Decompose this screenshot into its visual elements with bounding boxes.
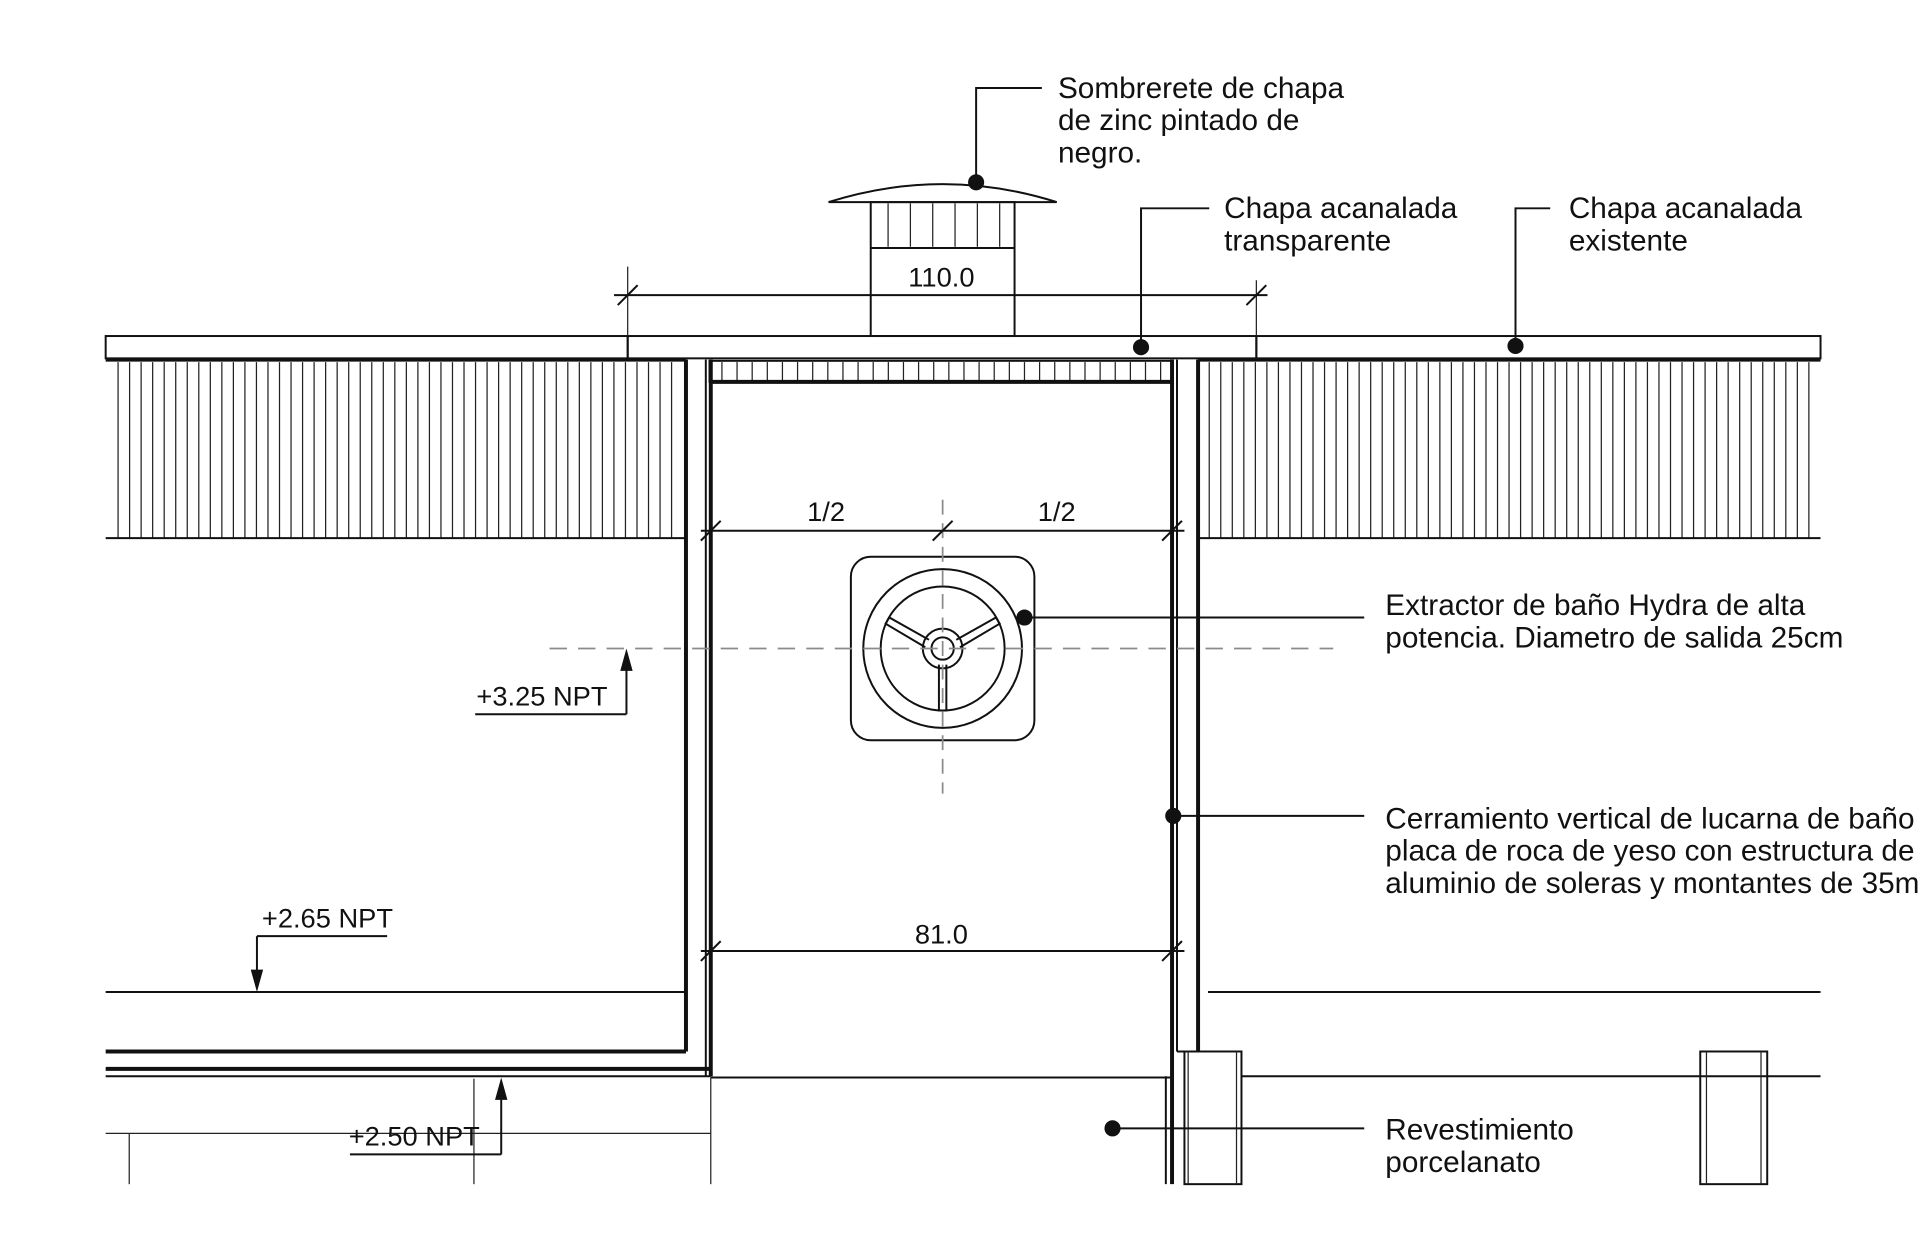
svg-text:Chapa acanalada existent: Chapa acanalada existente: [1569, 192, 1811, 257]
dimension-shaft-width: 81.0: [700, 919, 1185, 962]
callout-chapa-transparente: Chapa acanalada transparente: [1132, 192, 1466, 356]
callout-revestimiento: Revestimiento porcelanato: [1104, 1114, 1582, 1179]
callout-chapa-transparente-line-1: Chapa acanalada: [1224, 192, 1458, 225]
ceiling-battens-left: [117, 362, 673, 539]
level-marker-250: +2.50 NPT: [105, 1077, 712, 1185]
ceiling-battens-right: [1208, 362, 1810, 539]
level-250-label: +2.50 NPT: [349, 1121, 480, 1152]
callout-extractor-line-1: Extractor de baño Hydra de alta: [1385, 589, 1805, 622]
svg-text:Sombrerete de chapa de z: Sombrerete de chapa de zinc pintado de n…: [1058, 72, 1352, 169]
callout-cerramiento-line-3: aluminio de soleras y montantes de 35mm.: [1385, 867, 1920, 900]
level-325-label: +3.25 NPT: [476, 681, 607, 712]
skylight-top-frame: [708, 359, 1174, 383]
callout-sombrerete: Sombrerete de chapa de zinc pintado de n…: [968, 72, 1352, 191]
level-marker-265: +2.65 NPT: [250, 902, 393, 992]
svg-text:Extractor de baño Hydra de alt: Extractor de baño Hydra de alta potencia…: [1385, 589, 1843, 654]
column-left: [1183, 1050, 1243, 1186]
callout-chapa-existente: Chapa acanalada existente: [1507, 192, 1811, 355]
svg-text:Revestimiento porcelanat: Revestimiento porcelanato: [1385, 1114, 1582, 1179]
callout-cerramiento-line-1: Cerramiento vertical de lucarna de baño …: [1385, 802, 1920, 835]
existing-roof-sheet-right: [1255, 335, 1822, 360]
dimension-roof-opening-label: 110.0: [908, 261, 974, 292]
level-265-label: +2.65 NPT: [262, 902, 393, 933]
shaft-wall-left: [683, 359, 713, 1077]
column-right: [1699, 1050, 1769, 1186]
callout-extractor-line-2: potencia. Diametro de salida 25cm: [1385, 621, 1843, 654]
callout-chapa-existente-line-1: Chapa acanalada: [1569, 192, 1803, 225]
dimension-half-left-label: 1/2: [807, 496, 845, 527]
callout-cerramiento-line-2: placa de roca de yeso con estructura de: [1385, 835, 1914, 868]
svg-text:Chapa acanalada transpar: Chapa acanalada transparente: [1224, 192, 1466, 257]
callout-chapa-transparente-line-2: transparente: [1224, 224, 1391, 257]
dimension-shaft-width-label: 81.0: [915, 919, 968, 950]
svg-text:Cerramiento vertical de lucarn: Cerramiento vertical de lucarna de baño …: [1385, 802, 1920, 899]
dimension-roof-opening: 110.0: [614, 261, 1268, 337]
dimension-half-centering: 1/2 1/2: [700, 496, 1185, 542]
level-marker-325: +3.25 NPT: [475, 648, 633, 716]
callout-chapa-existente-line-2: existente: [1569, 224, 1688, 257]
callout-extractor: Extractor de baño Hydra de alta potencia…: [1016, 589, 1843, 654]
callout-revestimiento-line-2: porcelanato: [1385, 1146, 1540, 1179]
callout-cerramiento: Cerramiento vertical de lucarna de baño …: [1165, 802, 1920, 900]
callout-sombrerete-line-2: de zinc pintado de: [1058, 104, 1300, 137]
ceiling-slab-left: [105, 1066, 711, 1078]
callout-sombrerete-line-3: negro.: [1058, 136, 1142, 169]
existing-roof-sheet-left: [104, 335, 629, 360]
callout-sombrerete-line-1: Sombrerete de chapa: [1058, 72, 1345, 105]
vent-cap: [828, 183, 1058, 338]
callout-revestimiento-line-1: Revestimiento: [1385, 1114, 1573, 1147]
dimension-half-right-label: 1/2: [1038, 496, 1076, 527]
transparent-roof-sheet: [626, 335, 1258, 360]
